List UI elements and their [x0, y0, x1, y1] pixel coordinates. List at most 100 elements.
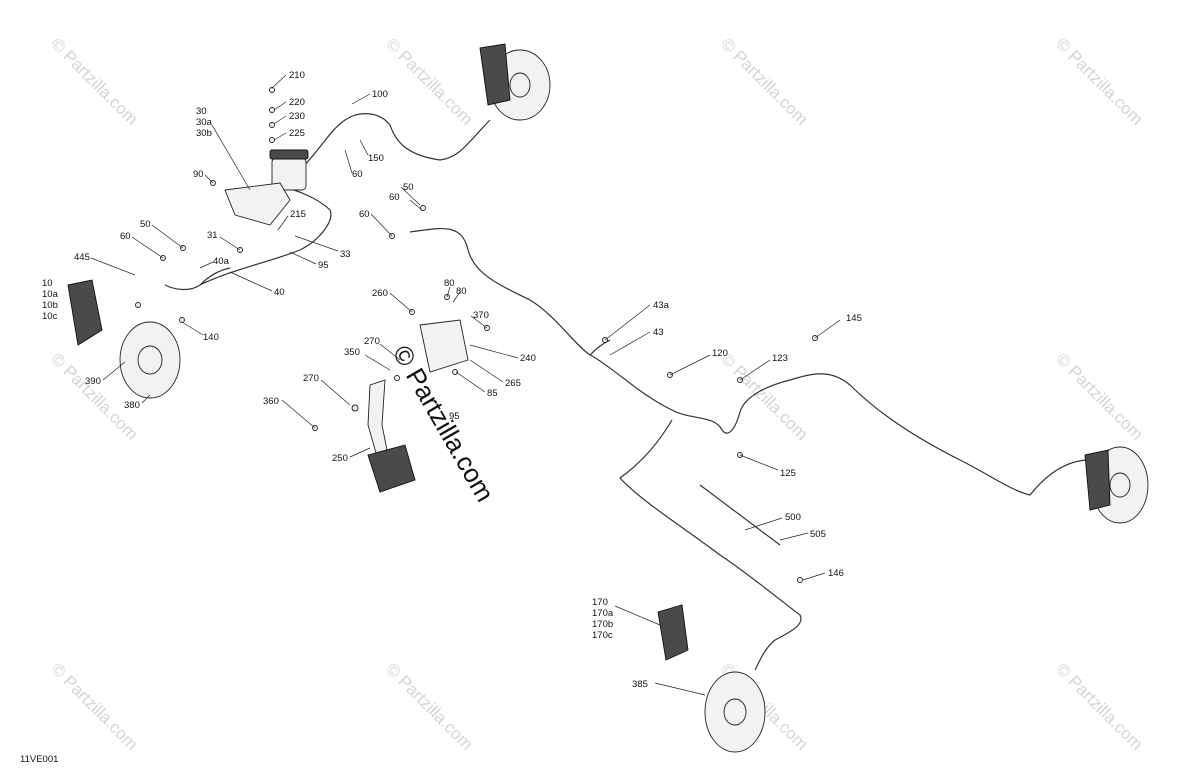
leader: [409, 199, 423, 211]
leader: [344, 149, 353, 174]
callout-30b: 30b: [196, 128, 212, 139]
leader: [802, 572, 826, 581]
callout-170b: 170b: [592, 619, 613, 630]
callout-505: 505: [810, 529, 826, 540]
callout-10: 10: [42, 278, 53, 289]
callout-43a: 43a: [653, 300, 670, 311]
leader: [131, 236, 164, 259]
leader: [141, 394, 151, 404]
bolt: [452, 369, 458, 375]
watermark: © Partzilla.com: [717, 34, 811, 128]
callout-370: 370: [473, 310, 489, 321]
callout-30: 30: [196, 106, 207, 117]
pedal-bracket: [419, 319, 469, 373]
watermark-layer: © Partzilla.com © Partzilla.com © Partzi…: [47, 34, 1146, 753]
callout-50: 50: [403, 182, 414, 193]
callout-60: 60: [359, 209, 370, 220]
brake-line-secondary: [589, 339, 611, 356]
leader: [469, 344, 519, 359]
leader: [814, 319, 841, 339]
callout-360: 360: [263, 396, 279, 407]
watermark: © Partzilla.com: [382, 34, 476, 128]
callout-350: 350: [344, 347, 360, 358]
bushing: [394, 375, 400, 381]
leader: [102, 361, 126, 381]
leader: [229, 271, 273, 292]
callout-10a: 10a: [42, 289, 59, 300]
callout-145: 145: [846, 313, 862, 324]
callout-10b: 10b: [42, 300, 58, 311]
caliper-right-rear: [1084, 449, 1111, 511]
leader: [271, 74, 287, 89]
leader: [604, 304, 651, 341]
callout-170a: 170a: [592, 608, 614, 619]
leader: [219, 236, 241, 251]
callout-60: 60: [120, 231, 131, 242]
leader: [452, 291, 461, 303]
callout-40a: 40a: [213, 256, 230, 267]
caliper-front-right: [479, 43, 511, 106]
caliper-left-front: [67, 279, 103, 346]
callout-123: 123: [772, 353, 788, 364]
disc-hub-left-rear: [723, 698, 747, 726]
leader: [277, 215, 289, 231]
leader: [446, 286, 451, 298]
brake-line-left-front: [199, 267, 231, 286]
watermark: © Partzilla.com: [47, 659, 141, 753]
leader: [359, 139, 369, 156]
washer: [269, 107, 275, 113]
bolt: [420, 205, 426, 211]
leader: [609, 331, 651, 356]
master-cylinder: [224, 182, 291, 226]
leader: [211, 124, 251, 191]
callout-150: 150: [368, 153, 384, 164]
leader: [389, 292, 413, 313]
leader: [654, 682, 706, 696]
callouts: 210 220 230 225 30 30a 30b 100 150 90 60…: [42, 70, 862, 690]
leader: [199, 261, 214, 269]
diagram-id: 11VE001: [20, 754, 58, 765]
callout-80: 80: [456, 286, 467, 297]
callout-230: 230: [289, 111, 305, 122]
callout-90: 90: [193, 169, 204, 180]
leader: [349, 447, 371, 458]
callout-385: 385: [632, 679, 648, 690]
brake-pedal-arm: [367, 379, 389, 461]
callout-210: 210: [289, 70, 305, 81]
callout-40: 40: [274, 287, 285, 298]
callout-170c: 170c: [592, 630, 613, 641]
leader: [281, 399, 316, 429]
callout-31: 31: [207, 230, 218, 241]
callout-390: 390: [85, 376, 101, 387]
brake-line-rear: [409, 227, 1091, 496]
leader: [273, 101, 287, 111]
callout-95: 95: [318, 260, 329, 271]
leader: [151, 224, 184, 249]
disc-hub-left-front: [137, 345, 163, 375]
leader: [320, 379, 351, 406]
watermark: © Partzilla.com: [1052, 349, 1146, 443]
disc-hub-right-rear: [1109, 472, 1131, 498]
callout-260: 260: [372, 288, 388, 299]
leader: [370, 213, 393, 237]
callout-170: 170: [592, 597, 608, 608]
callout-140: 140: [203, 332, 219, 343]
callout-270: 270: [364, 336, 380, 347]
callout-125: 125: [780, 468, 796, 479]
callout-10c: 10c: [42, 311, 58, 322]
leader: [289, 251, 317, 265]
brake-line-front-right: [299, 113, 491, 171]
watermark: © Partzilla.com: [382, 659, 476, 753]
watermark: © Partzilla.com: [47, 34, 141, 128]
callout-445: 445: [74, 252, 90, 263]
bolt: [269, 87, 275, 93]
leader: [400, 186, 421, 206]
clip: [179, 317, 185, 323]
nut: [351, 404, 359, 412]
leader: [470, 315, 488, 329]
leader: [273, 115, 287, 125]
leader: [469, 359, 504, 383]
callout-146: 146: [828, 568, 844, 579]
callout-30a: 30a: [196, 117, 213, 128]
